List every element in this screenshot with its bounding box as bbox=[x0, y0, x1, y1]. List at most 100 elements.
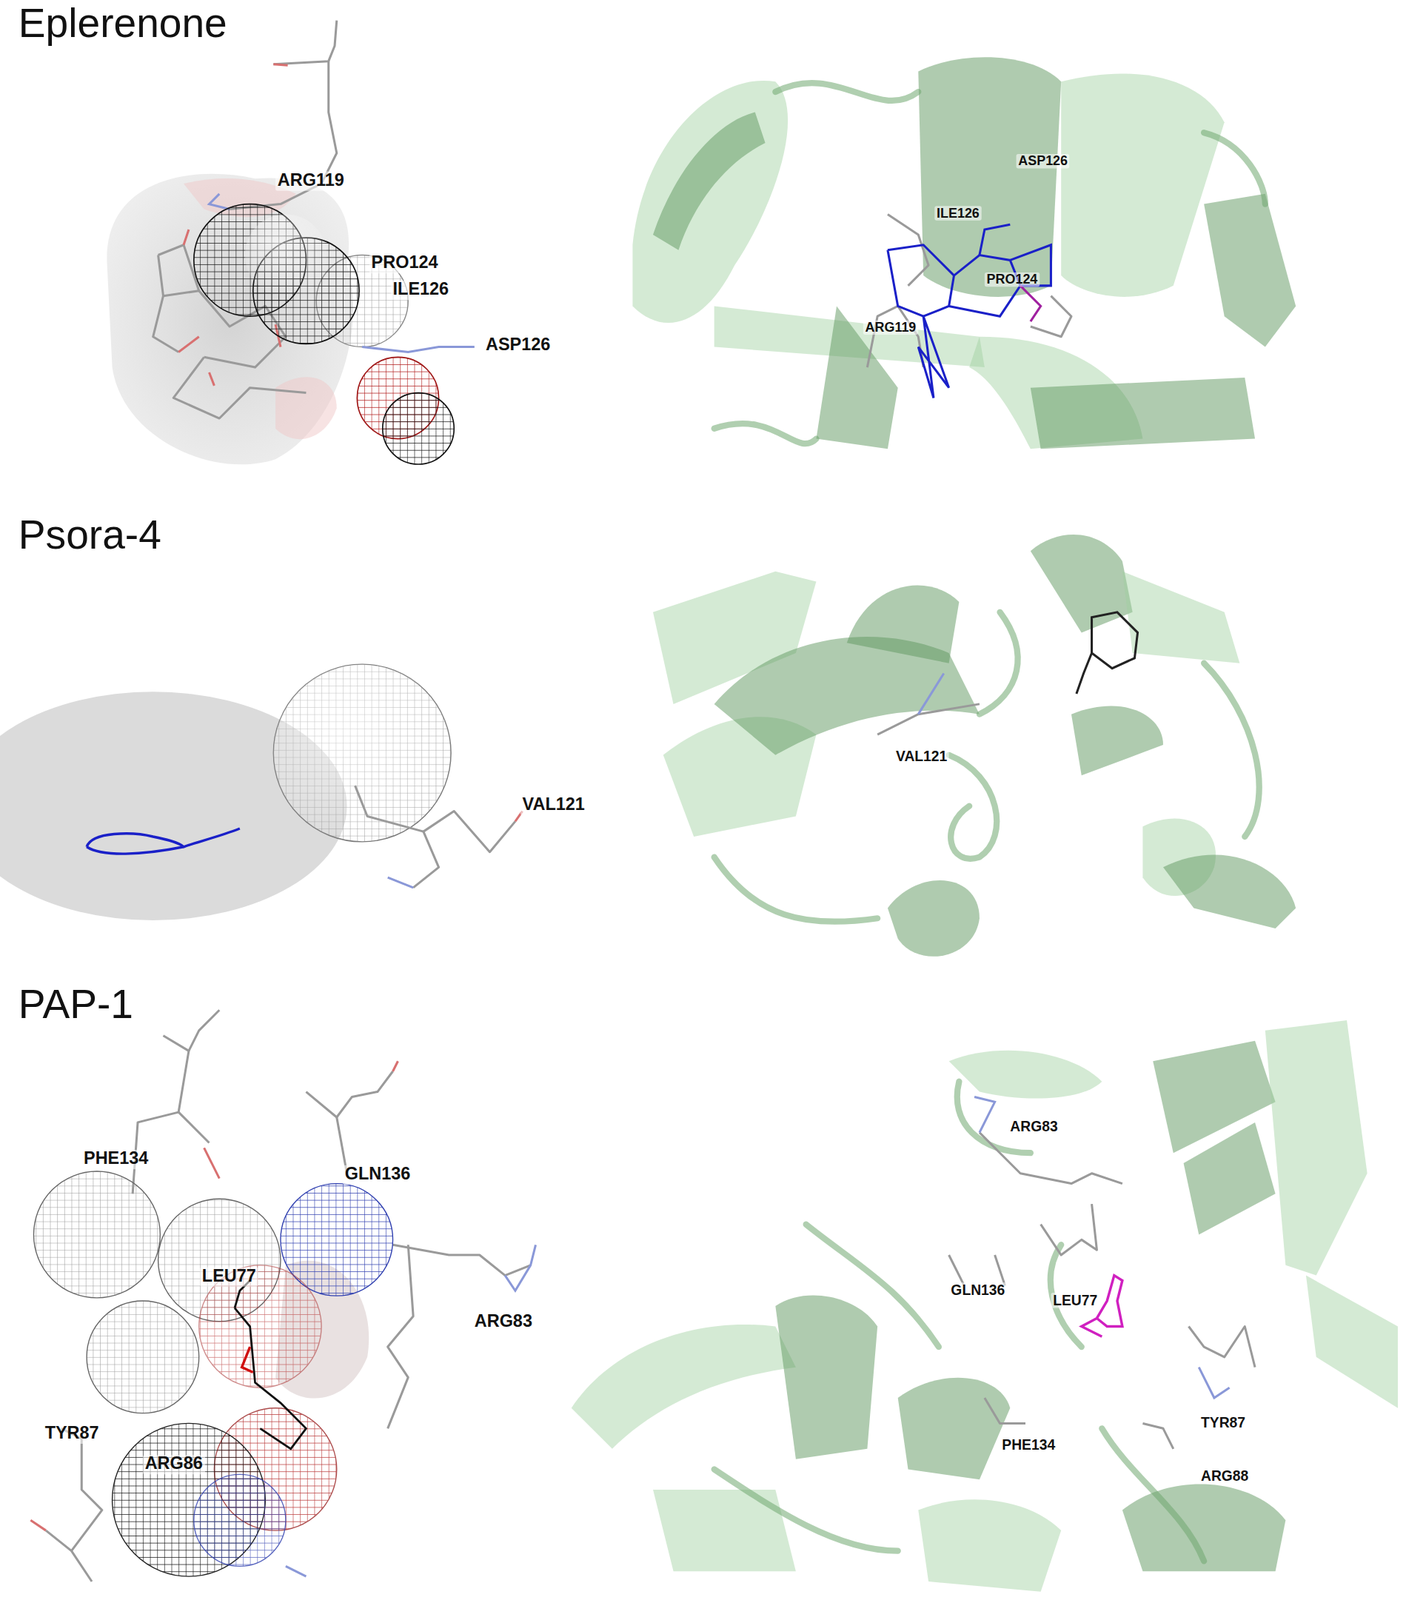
pap1-residue-sticks bbox=[393, 1060, 399, 1072]
residue-label: PRO124 bbox=[984, 272, 1040, 288]
protein-ribbon-3 bbox=[1101, 1428, 1204, 1561]
protein-ribbon-1 bbox=[632, 80, 788, 323]
pap1-spheres bbox=[199, 1265, 322, 1388]
residue-label: TYR87 bbox=[1198, 1414, 1248, 1431]
pap1-spheres bbox=[234, 1308, 306, 1449]
residue-label: GLN136 bbox=[949, 1282, 1007, 1298]
eplerenone-pose bbox=[866, 213, 1072, 398]
eplerenone-ligand bbox=[178, 336, 200, 353]
eplerenone-pose bbox=[918, 316, 949, 398]
pap1-residue-sticks bbox=[30, 1009, 536, 1582]
pap1-residue-sticks bbox=[285, 1565, 307, 1577]
residue-label: ASP126 bbox=[483, 335, 553, 355]
protein-ribbon-1 bbox=[1060, 73, 1224, 297]
panel-heading: Psora-4 bbox=[18, 512, 162, 558]
protein-ribbon-1 bbox=[632, 57, 1296, 449]
protein-ribbon-2 bbox=[877, 704, 980, 735]
protein-ribbon-2 bbox=[1076, 612, 1138, 694]
residue-label: ARG88 bbox=[1198, 1468, 1251, 1484]
pap1-spheres bbox=[86, 1300, 200, 1414]
protein-ribbon-1 bbox=[1030, 377, 1255, 449]
pap1-spheres bbox=[193, 1474, 286, 1566]
protein-ribbon-3 bbox=[775, 1295, 878, 1460]
wireframe-spheres bbox=[362, 347, 475, 353]
protein-ribbon-3 bbox=[571, 1020, 1398, 1592]
pap1-pose-sticks bbox=[984, 1397, 1026, 1424]
residue-label: PHE134 bbox=[81, 1149, 151, 1170]
residue-label: ARG86 bbox=[142, 1454, 206, 1475]
residue-label: GLN136 bbox=[342, 1165, 413, 1185]
protein-ribbon-2 bbox=[847, 584, 960, 663]
pap1-pose-sticks bbox=[995, 1254, 1006, 1286]
val121-sticks bbox=[413, 831, 439, 888]
residue-label: VAL121 bbox=[520, 795, 588, 816]
residue-label: ARG119 bbox=[863, 320, 919, 336]
pap1-spheres bbox=[33, 1171, 393, 1577]
val121-sticks bbox=[273, 664, 451, 842]
protein-ribbon-3 bbox=[949, 1050, 1103, 1099]
val121-sticks bbox=[355, 785, 516, 853]
protein-ribbon-2 bbox=[1163, 855, 1296, 929]
eplerenone-ligand bbox=[158, 245, 200, 297]
protein-ribbon-2 bbox=[949, 755, 998, 859]
protein-ribbon-1 bbox=[653, 112, 766, 251]
psora4-surface bbox=[86, 828, 240, 854]
protein-ribbon-3 bbox=[918, 1499, 1061, 1592]
residue-label: ARG119 bbox=[275, 171, 346, 192]
pap1-pose-sticks bbox=[974, 1096, 996, 1133]
protein-ribbon-3 bbox=[957, 1081, 1031, 1153]
eplerenone-pose bbox=[866, 305, 924, 368]
protein-ribbon-3 bbox=[714, 1468, 899, 1551]
protein-ribbon-3 bbox=[653, 1489, 796, 1572]
pap1-pose-sticks bbox=[979, 1132, 1123, 1184]
residue-label: LEU77 bbox=[199, 1267, 258, 1287]
wireframe-spheres bbox=[382, 393, 454, 465]
wireframe-spheres bbox=[193, 204, 475, 465]
protein-ribbon-2 bbox=[714, 857, 878, 922]
arg119-sticks bbox=[273, 64, 288, 66]
pap1-pose-sticks bbox=[1142, 1423, 1173, 1449]
protein-ribbon-2 bbox=[1122, 571, 1240, 664]
val121-sticks bbox=[273, 664, 522, 888]
pap1-residue-sticks bbox=[204, 1147, 220, 1178]
residue-label: PRO124 bbox=[369, 253, 440, 274]
protein-ribbon-1 bbox=[1203, 132, 1266, 204]
protein-ribbon-2 bbox=[1071, 706, 1164, 776]
pap1-pose-sticks bbox=[949, 1254, 965, 1286]
protein-ribbon-3 bbox=[1265, 1020, 1368, 1276]
eplerenone-ligand bbox=[153, 296, 179, 353]
arg119-sticks bbox=[209, 193, 231, 210]
pap1-pose-sticks bbox=[1188, 1326, 1255, 1368]
eplerenone-pose bbox=[979, 224, 1010, 255]
panel-heading: Eplerenone bbox=[18, 0, 228, 46]
residue-label: ARG83 bbox=[472, 1311, 535, 1332]
wireframe-spheres bbox=[245, 213, 327, 296]
eplerenone-pose bbox=[887, 245, 955, 317]
eplerenone-ligand bbox=[209, 372, 215, 386]
eplerenone-ligand bbox=[173, 356, 306, 419]
residue-label: VAL121 bbox=[893, 749, 950, 765]
val121-sticks bbox=[273, 664, 451, 842]
residue-label: ARG83 bbox=[1008, 1119, 1061, 1136]
eplerenone-pose bbox=[1020, 285, 1041, 322]
protein-ribbon-2 bbox=[979, 612, 1019, 715]
protein-ribbon-1 bbox=[714, 423, 817, 444]
protein-ribbon-2 bbox=[1030, 534, 1133, 633]
protein-ribbon-3 bbox=[571, 1324, 796, 1449]
residue-label: ILE126 bbox=[934, 205, 982, 221]
protein-ribbon-1 bbox=[1203, 193, 1296, 348]
pap1-residue-sticks bbox=[178, 1112, 209, 1143]
pap1-pose-sticks bbox=[1198, 1367, 1230, 1398]
pap1-pose-sticks bbox=[1040, 1203, 1098, 1255]
pap1-spheres bbox=[242, 1346, 254, 1372]
arg119-sticks bbox=[273, 20, 337, 65]
residue-label: ASP126 bbox=[1016, 154, 1070, 169]
pap1-residue-sticks bbox=[45, 1530, 92, 1582]
residue-label: LEU77 bbox=[1050, 1292, 1100, 1309]
protein-ribbon-2 bbox=[918, 673, 944, 715]
pap1-residue-sticks bbox=[61, 1428, 103, 1551]
protein-ribbon-1 bbox=[775, 82, 919, 101]
pap1-residue-sticks bbox=[188, 1009, 220, 1051]
protein-ribbon-2 bbox=[1203, 663, 1260, 837]
pap1-residue-sticks bbox=[387, 1244, 414, 1429]
